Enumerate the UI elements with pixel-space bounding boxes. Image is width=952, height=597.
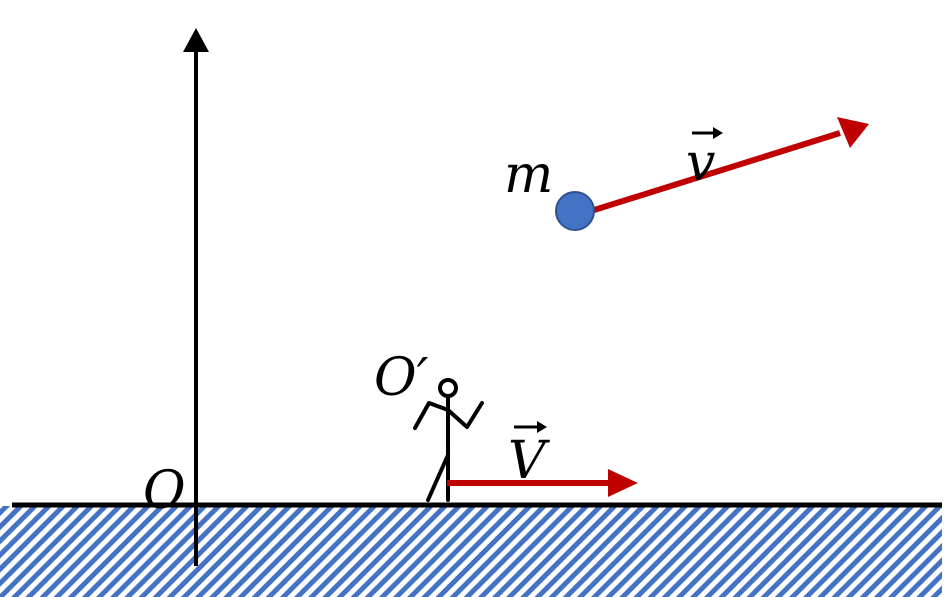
moving-origin-label: O′ [374, 348, 429, 408]
particle-velocity-arrowhead [837, 117, 869, 148]
frame-velocity-label: V [508, 431, 550, 491]
mass-label: m [504, 145, 553, 205]
vector-arrow-icon [514, 421, 547, 433]
particle-velocity-arrow [574, 130, 841, 219]
origin-label: O [143, 461, 186, 521]
vertical-axis-arrowhead [183, 28, 209, 52]
particle-mass [555, 191, 595, 231]
frame-velocity-arrowhead [608, 469, 638, 497]
particle-velocity-label: v [686, 133, 715, 193]
ground-hatch [0, 506, 942, 597]
stick-figure-icon [413, 378, 484, 502]
vector-arrow-icon [692, 127, 723, 139]
